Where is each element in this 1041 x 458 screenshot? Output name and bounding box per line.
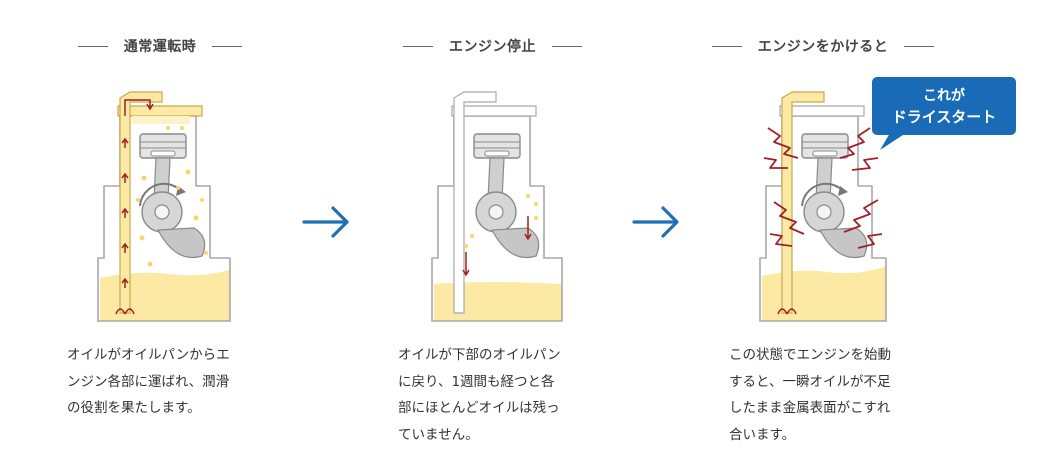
flow-arrow-icon [115, 99, 154, 315]
heading-rule-left [711, 45, 742, 47]
callout-line2: ドライスタート [891, 108, 997, 126]
heading-rule-left [403, 45, 433, 47]
engine-diagram-stopped [431, 91, 563, 322]
friction-spark-icon [763, 127, 883, 249]
heading-rule-left [77, 45, 108, 47]
dry-start-callout [872, 77, 1016, 150]
panel-title: エンジン停止 [449, 39, 536, 55]
panel-heading-normal: 通常運転時 [60, 36, 260, 56]
panel-description: オイルが下部のオイルパン に戻り、1週間も経つと各 部にほとんどオイルは残っ て… [398, 347, 561, 443]
engine-diagram-normal [97, 91, 231, 322]
right-arrow-icon [632, 206, 679, 238]
panel-description: この状態でエンジンを始動 すると、一瞬オイルが不足 したまま金属表面がこすれ 合… [729, 347, 891, 443]
right-arrow-icon [302, 206, 349, 238]
panel-title: 通常運転時 [123, 39, 197, 55]
panel-heading-stop: エンジン停止 [385, 36, 600, 56]
callout-text: これが ドライスタート [872, 79, 1016, 135]
flow-arrow-icon [462, 216, 532, 277]
callout-line1: これが [923, 88, 965, 104]
engine-diagram-start [759, 91, 887, 322]
panel-heading-start: エンジンをかけると [688, 36, 958, 56]
flow-arrow-icon [777, 308, 797, 315]
panel-title: エンジンをかけると [757, 39, 889, 55]
heading-rule-right [552, 45, 582, 47]
heading-rule-right [904, 45, 935, 47]
heading-rule-right [212, 45, 243, 47]
panel-description: オイルがオイルパンからエ ンジン各部に運ばれ、潤滑 の役割を果たします。 [67, 347, 230, 416]
